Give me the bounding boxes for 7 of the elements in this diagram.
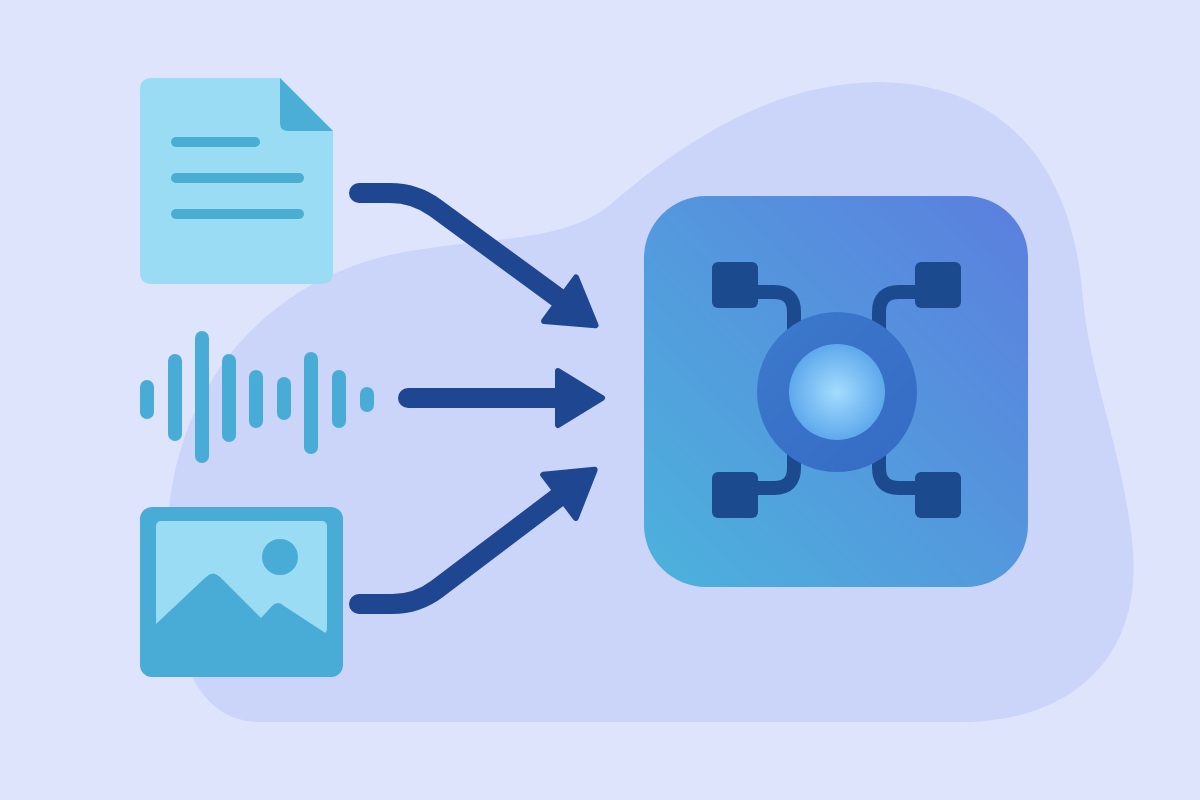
arrow	[349, 183, 599, 329]
document-icon	[140, 78, 333, 284]
arrow	[398, 368, 605, 428]
sound-wave-icon	[140, 331, 375, 463]
network-hub-icon	[644, 196, 1028, 587]
image-icon	[140, 507, 343, 677]
arrow	[349, 466, 598, 614]
